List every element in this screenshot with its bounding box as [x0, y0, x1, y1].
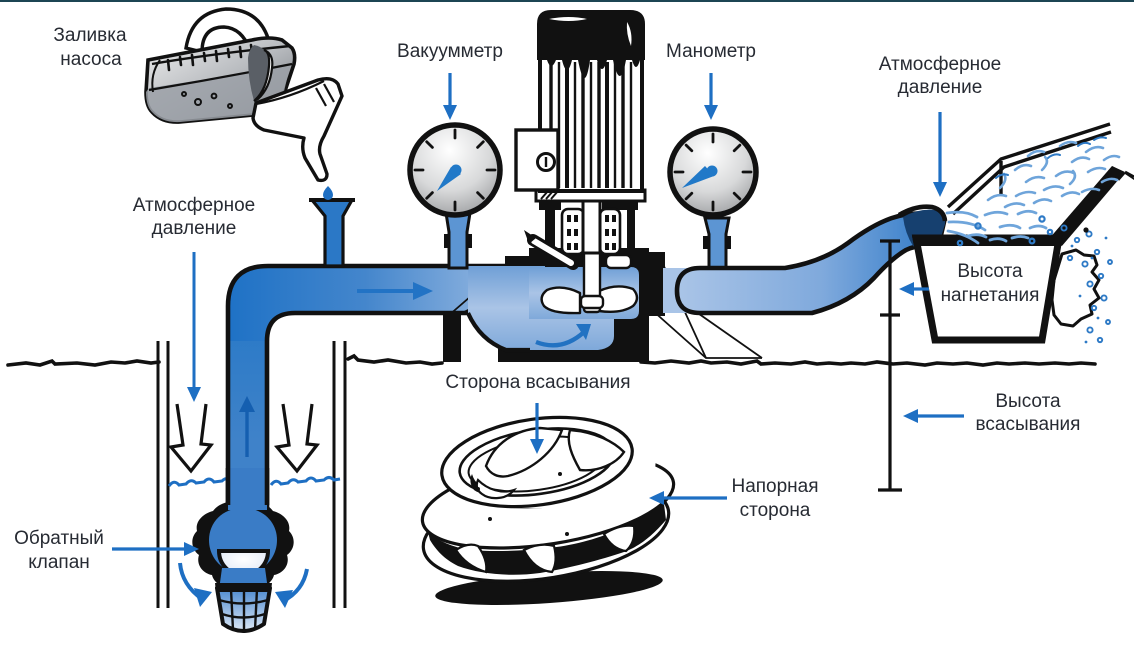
svg-text:давление: давление [898, 77, 983, 98]
svg-text:нагнетания: нагнетания [941, 285, 1040, 306]
svg-text:Высота: Высота [957, 261, 1023, 282]
svg-text:Напорная: Напорная [731, 476, 818, 497]
svg-text:насоса: насоса [60, 49, 122, 70]
svg-text:Вакуумметр: Вакуумметр [397, 41, 503, 62]
svg-text:всасывания: всасывания [976, 414, 1081, 435]
svg-text:клапан: клапан [28, 552, 90, 573]
svg-text:Обратный: Обратный [14, 528, 104, 549]
svg-text:Заливка: Заливка [53, 25, 127, 46]
svg-text:Сторона всасывания: Сторона всасывания [445, 372, 630, 393]
svg-text:Атмосферное: Атмосферное [879, 54, 1001, 75]
svg-text:Высота: Высота [995, 391, 1061, 412]
svg-text:давление: давление [152, 218, 237, 239]
svg-text:Атмосферное: Атмосферное [133, 195, 255, 216]
svg-text:сторона: сторона [740, 500, 811, 521]
svg-text:Манометр: Манометр [666, 41, 756, 62]
